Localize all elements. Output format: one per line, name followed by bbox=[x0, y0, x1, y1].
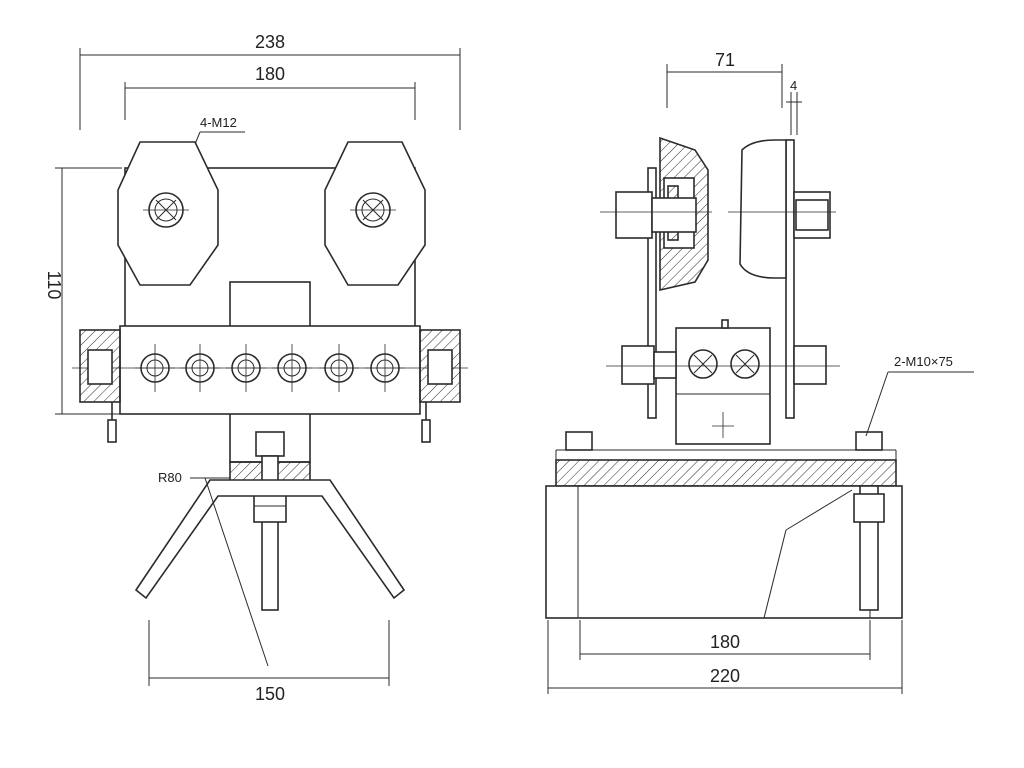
dim-base-width: 150 bbox=[148, 620, 390, 704]
dim-plate-gap: 71 bbox=[666, 50, 783, 108]
dim-side-180-label: 180 bbox=[710, 632, 740, 652]
bolt-note-m12: 4-M12 bbox=[200, 115, 237, 130]
radius-note-leader: R80 bbox=[158, 470, 269, 667]
dim-110-label: 110 bbox=[44, 271, 64, 300]
dim-150-label: 150 bbox=[255, 684, 285, 704]
base-mount-bolts bbox=[565, 431, 885, 611]
bar-bolts bbox=[72, 344, 468, 392]
dim-4-label: 4 bbox=[790, 78, 797, 93]
radius-note-r80: R80 bbox=[158, 470, 182, 485]
dim-inner-width: 180 bbox=[579, 620, 871, 660]
right-roller bbox=[728, 139, 836, 279]
v-saddle bbox=[134, 479, 406, 600]
mount-bolt-note-leader: 2-M10×75 bbox=[763, 354, 974, 619]
bolt-bar bbox=[119, 325, 421, 415]
base-hatched-plate bbox=[555, 459, 897, 487]
dim-220-label: 220 bbox=[710, 666, 740, 686]
right-end-block bbox=[419, 329, 461, 403]
clamp-block-bolts bbox=[606, 345, 840, 438]
dim-overall-width: 238 bbox=[79, 32, 461, 130]
end-block-pins bbox=[87, 349, 453, 443]
dim-71-label: 71 bbox=[715, 50, 735, 70]
base-body bbox=[545, 485, 903, 619]
left-end-block bbox=[79, 329, 121, 403]
front-view: 238 180 4-M12 110 bbox=[44, 32, 468, 704]
left-side-plate bbox=[647, 167, 657, 419]
side-view: 71 4 bbox=[545, 50, 974, 694]
right-wheel-bolt bbox=[350, 192, 396, 228]
dim-side-overall-width: 220 bbox=[547, 620, 903, 694]
left-roller-section bbox=[600, 136, 712, 292]
dim-height: 110 bbox=[44, 167, 122, 415]
block-pin bbox=[721, 319, 729, 329]
left-wheel-bolt bbox=[143, 192, 189, 228]
mount-bolt-note: 2-M10×75 bbox=[894, 354, 953, 369]
dim-180-label: 180 bbox=[255, 64, 285, 84]
dim-bolt-spacing: 180 bbox=[124, 64, 416, 120]
dim-plate-thickness: 4 bbox=[786, 78, 802, 135]
right-side-plate bbox=[785, 139, 795, 419]
dim-238-label: 238 bbox=[255, 32, 285, 52]
